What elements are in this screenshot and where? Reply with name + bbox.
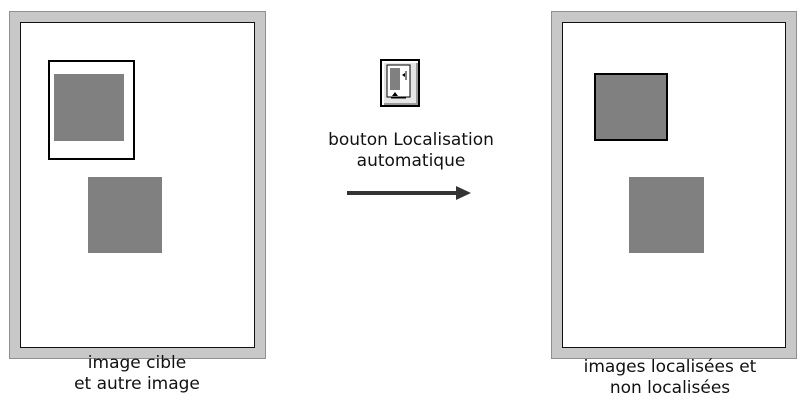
- automatic-localization-button[interactable]: [380, 59, 420, 107]
- other-image[interactable]: [88, 177, 162, 253]
- button-caption-line-2: automatique: [356, 151, 466, 171]
- left-caption: image cible et autre image: [47, 353, 227, 395]
- localized-image[interactable]: [594, 73, 668, 141]
- automatic-localization-icon: [386, 64, 411, 99]
- button-caption-line-1: bouton Localisation: [328, 130, 494, 150]
- right-arrow-head-icon: [456, 186, 471, 200]
- right-caption-line-1: images localisées et: [583, 357, 757, 377]
- right-caption: images localisées et non localisées: [560, 357, 780, 399]
- target-image-selection-box[interactable]: [48, 60, 135, 160]
- left-caption-line-1: image cible: [87, 353, 187, 373]
- target-image[interactable]: [54, 74, 124, 141]
- left-document-frame: [9, 11, 266, 359]
- right-caption-line-2: non localisées: [609, 378, 731, 398]
- left-document-page: [20, 22, 255, 348]
- right-document-frame: [551, 11, 797, 359]
- left-caption-line-2: et autre image: [74, 374, 200, 394]
- right-document-page: [562, 22, 786, 348]
- button-caption: bouton Localisation automatique: [306, 130, 516, 172]
- non-localized-image[interactable]: [629, 177, 704, 253]
- right-arrow-icon: [347, 191, 458, 195]
